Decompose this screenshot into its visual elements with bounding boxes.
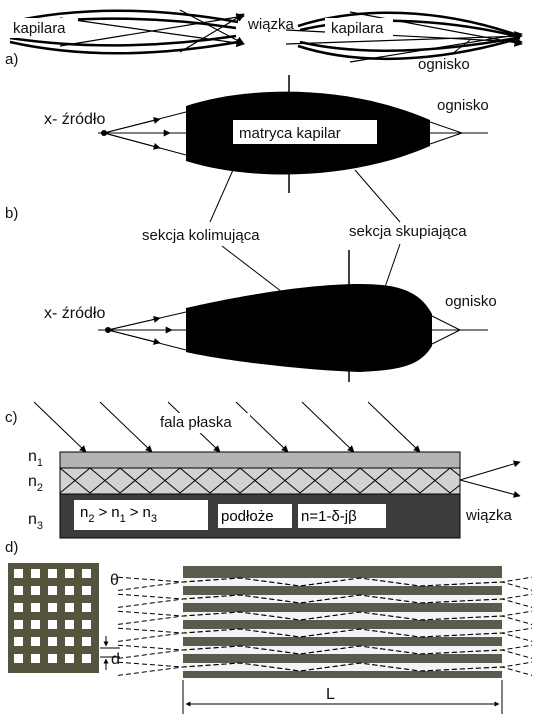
grid-hole xyxy=(65,620,74,629)
guided-zigzag xyxy=(59,467,461,494)
dashed-ray xyxy=(117,610,533,625)
panel-label-d: d) xyxy=(5,539,18,556)
pointer-collimating-bottom xyxy=(221,245,283,293)
grid-hole xyxy=(48,569,57,578)
panel-a: kapilara wiązka kapilara ognisko a) xyxy=(5,9,523,73)
label-beam-a: wiązka xyxy=(247,16,295,33)
capillary-channel xyxy=(183,612,502,620)
plane-wave-arrows xyxy=(33,401,421,453)
dashed-ray xyxy=(117,627,533,642)
grid-hole xyxy=(14,569,23,578)
label-collimating: sekcja kolimująca xyxy=(142,227,260,244)
capillary-channel xyxy=(183,646,502,654)
source-rays-bottom xyxy=(107,311,187,351)
grid-holes xyxy=(14,569,91,663)
label-focusing: sekcja skupiająca xyxy=(349,223,467,240)
grid-hole xyxy=(82,603,91,612)
exit-ray-2 xyxy=(459,479,521,498)
capillary-channel xyxy=(183,663,502,671)
grid-hole xyxy=(82,654,91,663)
grid-hole xyxy=(31,603,40,612)
label-capillary-left: kapilara xyxy=(13,20,66,37)
panel-d: d) d θ L xyxy=(5,539,533,714)
panel-b-bottom: x- źródło ognisko xyxy=(44,243,497,382)
grid-hole xyxy=(48,654,57,663)
label-plane-wave: fala płaska xyxy=(160,414,232,431)
dashed-ray xyxy=(117,644,533,659)
grid-hole xyxy=(14,637,23,646)
label-n2: n2 xyxy=(28,473,43,494)
layer-n1 xyxy=(59,451,461,469)
source-point-bottom xyxy=(105,327,111,333)
grid-hole xyxy=(82,620,91,629)
grid-hole xyxy=(48,603,57,612)
label-capillary-right: kapilara xyxy=(331,20,384,37)
capillary-channel xyxy=(183,595,502,603)
label-source-bottom: x- źródło xyxy=(44,305,105,322)
label-beam-c: wiązka xyxy=(465,507,513,524)
label-focus-a: ognisko xyxy=(418,56,470,73)
grid-hole xyxy=(48,637,57,646)
layer-n2 xyxy=(59,467,461,495)
beam-rays-left xyxy=(59,9,245,53)
grid-hole xyxy=(14,654,23,663)
grid-hole xyxy=(31,654,40,663)
source-point-top xyxy=(101,130,107,136)
grid-hole xyxy=(65,569,74,578)
label-source-top: x- źródło xyxy=(44,111,105,128)
dashed-ray xyxy=(117,593,533,608)
label-inequality: n2>n1>n3 xyxy=(80,504,157,525)
label-substrate: podłoże xyxy=(221,508,274,525)
pointer-focusing-top xyxy=(354,169,401,223)
grid-hole xyxy=(31,637,40,646)
panel-label-a: a) xyxy=(5,51,18,68)
grid-hole xyxy=(65,637,74,646)
pointer-focusing-bottom xyxy=(383,243,401,291)
label-matrix: matryca kapilar xyxy=(239,125,341,142)
grid-hole xyxy=(14,620,23,629)
label-L: L xyxy=(326,686,335,703)
tube-channels xyxy=(183,578,502,671)
capillary-channel xyxy=(183,629,502,637)
label-d: d xyxy=(111,651,120,668)
capillary-right xyxy=(297,11,521,61)
exit-ray-1 xyxy=(459,460,521,481)
grid-hole xyxy=(48,620,57,629)
label-n3: n3 xyxy=(28,511,43,532)
grid-hole xyxy=(65,603,74,612)
label-n1: n1 xyxy=(28,448,43,469)
panel-label-b: b) xyxy=(5,205,18,222)
grid-hole xyxy=(31,620,40,629)
grid-hole xyxy=(82,637,91,646)
panel-label-c: c) xyxy=(5,409,18,426)
grid-hole xyxy=(31,569,40,578)
grid-hole xyxy=(82,586,91,595)
dashed-ray xyxy=(117,576,533,591)
dashed-rays xyxy=(117,576,533,676)
grid-hole xyxy=(65,654,74,663)
label-refractive-index: n=1-δ-jβ xyxy=(301,508,357,525)
grid-hole xyxy=(82,569,91,578)
grid-hole xyxy=(65,586,74,595)
label-focus-top: ognisko xyxy=(437,97,489,114)
label-theta: θ xyxy=(110,572,119,589)
label-focus-bottom: ognisko xyxy=(445,293,497,310)
capillary-channel xyxy=(183,578,502,586)
grid-hole xyxy=(14,586,23,595)
panel-c: c) fala płaska n1 n2 n3 n2>n1>n3 podłoże… xyxy=(5,401,521,539)
grid-hole xyxy=(31,586,40,595)
focus-pointer-a xyxy=(451,39,471,55)
grid-hole xyxy=(48,586,57,595)
pointer-collimating xyxy=(209,169,234,223)
dashed-ray xyxy=(117,661,533,676)
capillary-matrix-bottom xyxy=(186,284,432,372)
grid-hole xyxy=(14,603,23,612)
panel-b-top: matryca kapilar x- źródło ognisko b) sek… xyxy=(5,75,489,244)
source-rays-top xyxy=(103,111,187,156)
